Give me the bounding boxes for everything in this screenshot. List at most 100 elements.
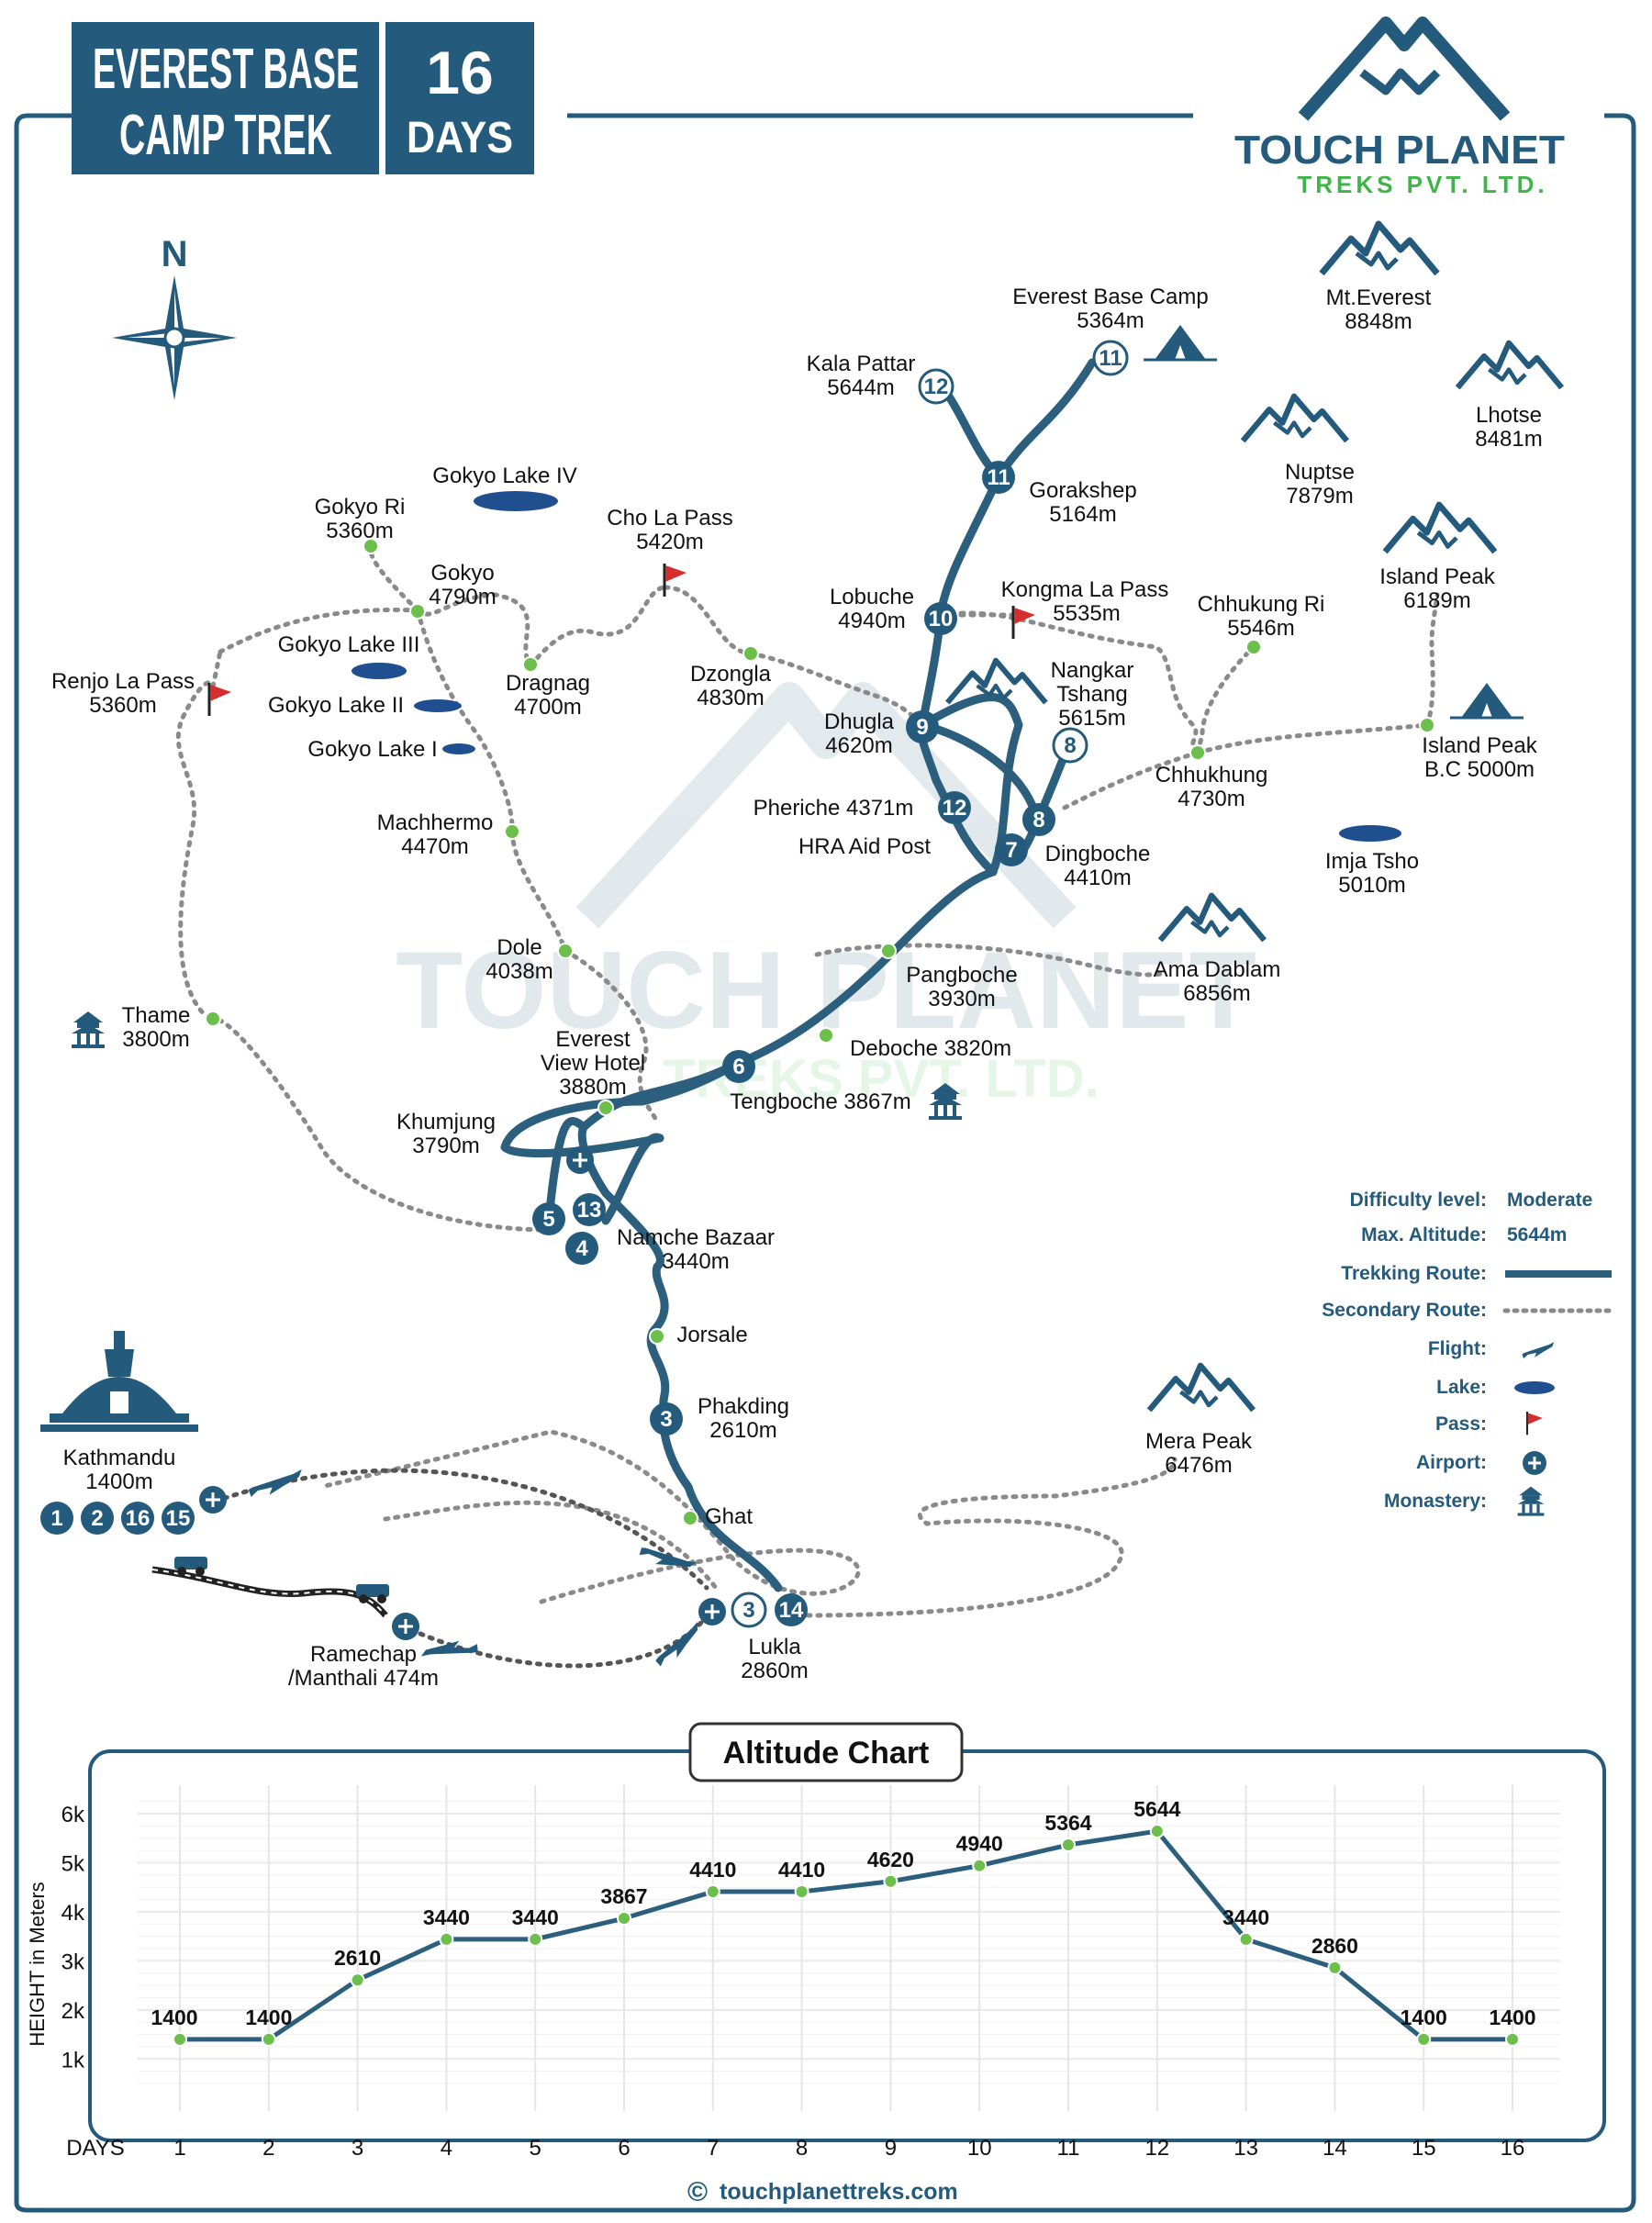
- day-marker-ktm1: 1: [40, 1502, 73, 1535]
- day-marker-dingboche: 7: [995, 833, 1028, 866]
- svg-text:3: 3: [742, 1598, 754, 1623]
- tent-island-peak-bc-icon: [1448, 681, 1525, 720]
- label-gokyo-lake-iv: Gokyo Lake IV: [432, 464, 576, 488]
- lake-gokyo-iii: [352, 663, 407, 679]
- label-ebc-alt: 5364m: [1077, 308, 1144, 333]
- svg-text:4: 4: [575, 1236, 588, 1261]
- chart-x-tick-14: 15: [1412, 2136, 1436, 2161]
- tent-ebc-icon: [1142, 323, 1219, 362]
- chart-data-label-0: 1400: [151, 2005, 197, 2029]
- label-dzongla-name: Dzongla: [690, 662, 772, 687]
- label-gokyo-alt: 4790m: [429, 585, 496, 609]
- plane-icon-3: [648, 1622, 709, 1668]
- days-label: DAYS: [407, 114, 513, 162]
- svg-text:12: 12: [924, 374, 949, 399]
- label-everest-view-alt: 3880m: [559, 1075, 626, 1100]
- airports: [199, 1146, 726, 1640]
- chart-x-tick-6: 7: [707, 2136, 719, 2161]
- label-thame-alt: 3800m: [122, 1027, 189, 1052]
- mountain-nuptse-icon: [1243, 397, 1346, 441]
- svg-text:15: 15: [166, 1506, 191, 1531]
- label-kala-name: Kala Pattar: [807, 352, 916, 376]
- title-line-1: EVEREST BASE: [93, 38, 359, 101]
- svg-text:10: 10: [929, 607, 954, 631]
- day-marker-nangkar: 8: [1052, 727, 1088, 764]
- label-kathmandu-name: Kathmandu: [63, 1446, 176, 1470]
- lake-gokyo-i: [442, 743, 475, 754]
- label-everest-view-1: Everest: [555, 1027, 631, 1052]
- legend-trekking-route: Trekking Route:: [1341, 1263, 1487, 1284]
- chart-point-9: [972, 1858, 988, 1873]
- label-island-bc-name: Island Peak: [1422, 733, 1537, 758]
- legend-flag-icon: [1525, 1410, 1544, 1436]
- map-frame: [14, 113, 1636, 2213]
- svg-text:12: 12: [943, 796, 967, 821]
- mountain-island-peak-icon: [1385, 505, 1495, 552]
- chart-point-2: [350, 1972, 365, 1988]
- chart-data-label-10: 5364: [1044, 1811, 1091, 1835]
- label-hra: HRA Aid Post: [798, 834, 931, 859]
- legend-flight: Flight:: [1428, 1338, 1487, 1359]
- chart-point-4: [528, 1931, 543, 1947]
- chart-data-label-5: 3867: [600, 1884, 647, 1908]
- label-chhukung-ri-alt: 5546m: [1227, 616, 1294, 641]
- label-khumjung-name: Khumjung: [396, 1110, 496, 1134]
- label-chhukhung-alt: 4730m: [1178, 787, 1245, 811]
- legend-lake-icon: [1514, 1381, 1555, 1394]
- label-gokyo-ri-alt: 5360m: [326, 519, 393, 543]
- waypoints: [205, 538, 1435, 1526]
- chart-point-13: [1327, 1960, 1343, 1975]
- day-marker-phakding: 3: [650, 1402, 683, 1435]
- chart-point-14: [1416, 2031, 1432, 2047]
- day-marker-ebc: 11: [1092, 340, 1129, 376]
- label-dhugla-alt: 4620m: [825, 733, 892, 758]
- day-marker-gorak: 11: [982, 461, 1015, 494]
- chart-data-label-8: 4620: [867, 1848, 914, 1871]
- lakes: [352, 491, 1401, 842]
- svg-text:13: 13: [577, 1198, 602, 1223]
- day-marker-dingboche2: 8: [1022, 803, 1055, 836]
- monastery-thame-icon: [72, 1011, 105, 1048]
- chart-series-line: [180, 1828, 1512, 2042]
- website-url: touchplanettreks.com: [720, 2179, 958, 2205]
- mountain-lhotse-icon: [1457, 343, 1561, 388]
- day-marker-lobuche: 10: [924, 602, 957, 635]
- legend-lake: Lake:: [1436, 1377, 1487, 1398]
- road: [151, 1566, 388, 1618]
- chart-y-tick-4: 5k: [61, 1851, 85, 1876]
- legend-difficulty-value: Moderate: [1507, 1190, 1592, 1211]
- chart-x-tick-4: 5: [530, 2136, 541, 2161]
- chart-x-tick-1: 2: [262, 2136, 274, 2161]
- chart-x-tick-10: 11: [1057, 2136, 1080, 2161]
- svg-text:3: 3: [660, 1407, 672, 1432]
- label-pangboche-alt: 3930m: [928, 987, 995, 1011]
- label-lukla-alt: 2860m: [741, 1659, 808, 1683]
- chart-y-tick-1: 2k: [61, 1999, 85, 2024]
- legend-plane-icon: [1521, 1342, 1556, 1359]
- label-phakding-name: Phakding: [698, 1394, 789, 1419]
- legend-airport: Airport:: [1416, 1452, 1487, 1473]
- legend-monastery: Monastery:: [1384, 1491, 1487, 1512]
- label-gokyo-lake-i: Gokyo Lake I: [307, 737, 437, 762]
- label-machhermo-alt: 4470m: [401, 834, 468, 859]
- label-tengboche: Tengboche 3867m: [730, 1089, 910, 1114]
- chart-point-1: [261, 2031, 276, 2047]
- title-line-2: CAMP TREK: [119, 104, 332, 167]
- day-markers: 11 12 11 10 9 12 7 8 8 6 5 13 4 3 3 14 1…: [40, 340, 1129, 1628]
- chart-point-5: [617, 1911, 631, 1927]
- mountain-everest-icon: [1322, 224, 1437, 274]
- label-gorak-name: Gorakshep: [1029, 478, 1136, 503]
- label-nangkar-1: Nangkar: [1051, 658, 1134, 683]
- label-nuptse-alt: 7879m: [1286, 484, 1353, 508]
- days-number: 16: [426, 39, 493, 106]
- svg-text:11: 11: [987, 465, 1010, 490]
- label-island-peak-alt: 6189m: [1403, 588, 1470, 613]
- label-pheriche: Pheriche 4371m: [753, 796, 914, 821]
- day-marker-ktm16: 16: [121, 1502, 154, 1535]
- svg-text:11: 11: [1099, 346, 1122, 371]
- label-renjo-alt: 5360m: [89, 693, 156, 718]
- label-lhotse-name: Lhotse: [1476, 403, 1542, 428]
- label-cho-la-name: Cho La Pass: [607, 506, 732, 531]
